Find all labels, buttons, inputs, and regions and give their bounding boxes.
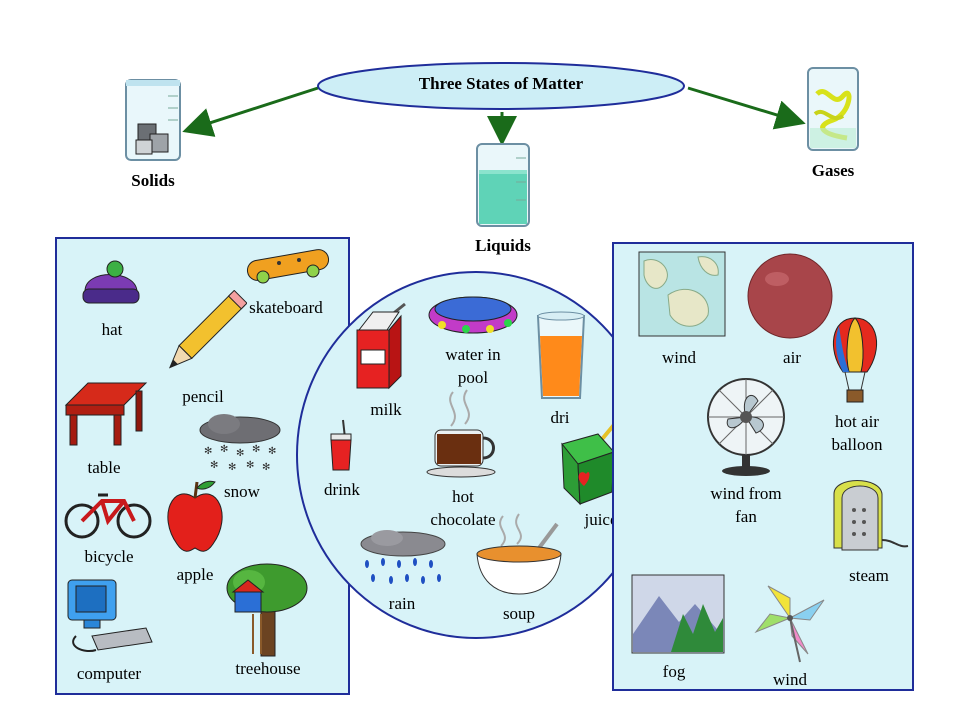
- snow-icon: ✻✻✻✻✻ ✻✻✻✻: [196, 412, 284, 474]
- svg-text:✻: ✻: [204, 446, 212, 457]
- wind-map-icon: [638, 251, 726, 337]
- water-in-pool-line1: water in: [445, 345, 501, 364]
- fog-label: fog: [662, 662, 686, 681]
- solids-heading: Solids: [131, 171, 175, 190]
- pencil-label: pencil: [182, 387, 224, 406]
- wind-from-fan-line2: fan: [735, 507, 757, 526]
- pencil-icon: [155, 290, 247, 380]
- pool-icon: [426, 287, 520, 339]
- gases-heading: Gases: [811, 161, 855, 180]
- skateboard-label: skateboard: [249, 298, 323, 317]
- juice-label: juice: [584, 510, 618, 529]
- computer-icon: [62, 576, 154, 658]
- juice-box-icon: [558, 416, 644, 506]
- air-label: air: [783, 348, 801, 367]
- milk-carton-icon: [349, 300, 419, 394]
- arrow-to-solids: [182, 86, 319, 137]
- svg-text:✻: ✻: [268, 446, 276, 457]
- wind-pinwheel-label: wind: [773, 670, 807, 689]
- air-ball-icon: [745, 253, 835, 339]
- soup-bowl-icon: [473, 510, 565, 598]
- svg-text:✻: ✻: [210, 460, 218, 471]
- hot-chocolate-line2: chocolate: [430, 510, 496, 529]
- solids-beaker-icon: [120, 76, 186, 164]
- steam-label: steam: [849, 566, 889, 585]
- rain-icon: [357, 530, 449, 590]
- apple-label: apple: [176, 565, 214, 584]
- hot-air-balloon-icon: [827, 316, 883, 408]
- bicycle-icon: [62, 487, 154, 543]
- orange-drink-glass-icon: [532, 308, 590, 404]
- fan-icon: [700, 373, 792, 477]
- svg-text:✻: ✻: [220, 444, 228, 455]
- water-in-pool-label: water in pool: [427, 343, 519, 389]
- hat-icon: [79, 259, 143, 311]
- red-drink-cup-icon: [325, 418, 357, 474]
- hat-label: hat: [101, 320, 123, 339]
- table-icon: [58, 377, 150, 453]
- hot-air-balloon-label: hot air balloon: [822, 410, 892, 456]
- pinwheel-icon: [748, 578, 834, 664]
- hot-chocolate-icon: [425, 388, 499, 480]
- snow-label: snow: [224, 482, 260, 501]
- liquids-beaker-icon: [472, 140, 534, 230]
- treehouse-icon: [223, 562, 311, 658]
- svg-text:✻: ✻: [252, 444, 260, 455]
- bicycle-label: bicycle: [84, 547, 134, 566]
- hot-air-balloon-line1: hot air: [835, 412, 879, 431]
- soup-label: soup: [502, 604, 536, 623]
- table-label: table: [87, 458, 121, 477]
- hot-chocolate-line1: hot: [452, 487, 474, 506]
- rain-label: rain: [388, 594, 416, 613]
- steam-iron-icon: [820, 470, 912, 562]
- water-in-pool-line2: pool: [457, 368, 489, 387]
- title-node: Three States of Matter: [316, 61, 686, 111]
- arrow-to-gases: [687, 86, 806, 130]
- skateboard-icon: [243, 247, 331, 287]
- wind-from-fan-line1: wind from: [710, 484, 782, 503]
- drink-top-label: dri: [550, 408, 570, 427]
- gases-beaker-icon: [803, 64, 863, 154]
- wind-map-label: wind: [662, 348, 696, 367]
- milk-label: milk: [370, 400, 402, 419]
- svg-text:✻: ✻: [236, 448, 244, 459]
- drink-left-label: drink: [324, 480, 360, 499]
- svg-text:✻: ✻: [246, 460, 254, 471]
- svg-text:✻: ✻: [262, 462, 270, 473]
- svg-text:✻: ✻: [228, 462, 236, 473]
- hot-air-balloon-line2: balloon: [831, 435, 883, 454]
- wind-from-fan-label: wind from fan: [700, 482, 792, 528]
- apple-icon: [163, 476, 227, 558]
- page-title: Three States of Matter: [418, 74, 584, 93]
- treehouse-label: treehouse: [235, 659, 301, 678]
- fog-icon: [631, 574, 725, 654]
- liquids-heading: Liquids: [475, 236, 531, 255]
- computer-label: computer: [76, 664, 142, 683]
- hot-chocolate-label: hot chocolate: [420, 485, 506, 531]
